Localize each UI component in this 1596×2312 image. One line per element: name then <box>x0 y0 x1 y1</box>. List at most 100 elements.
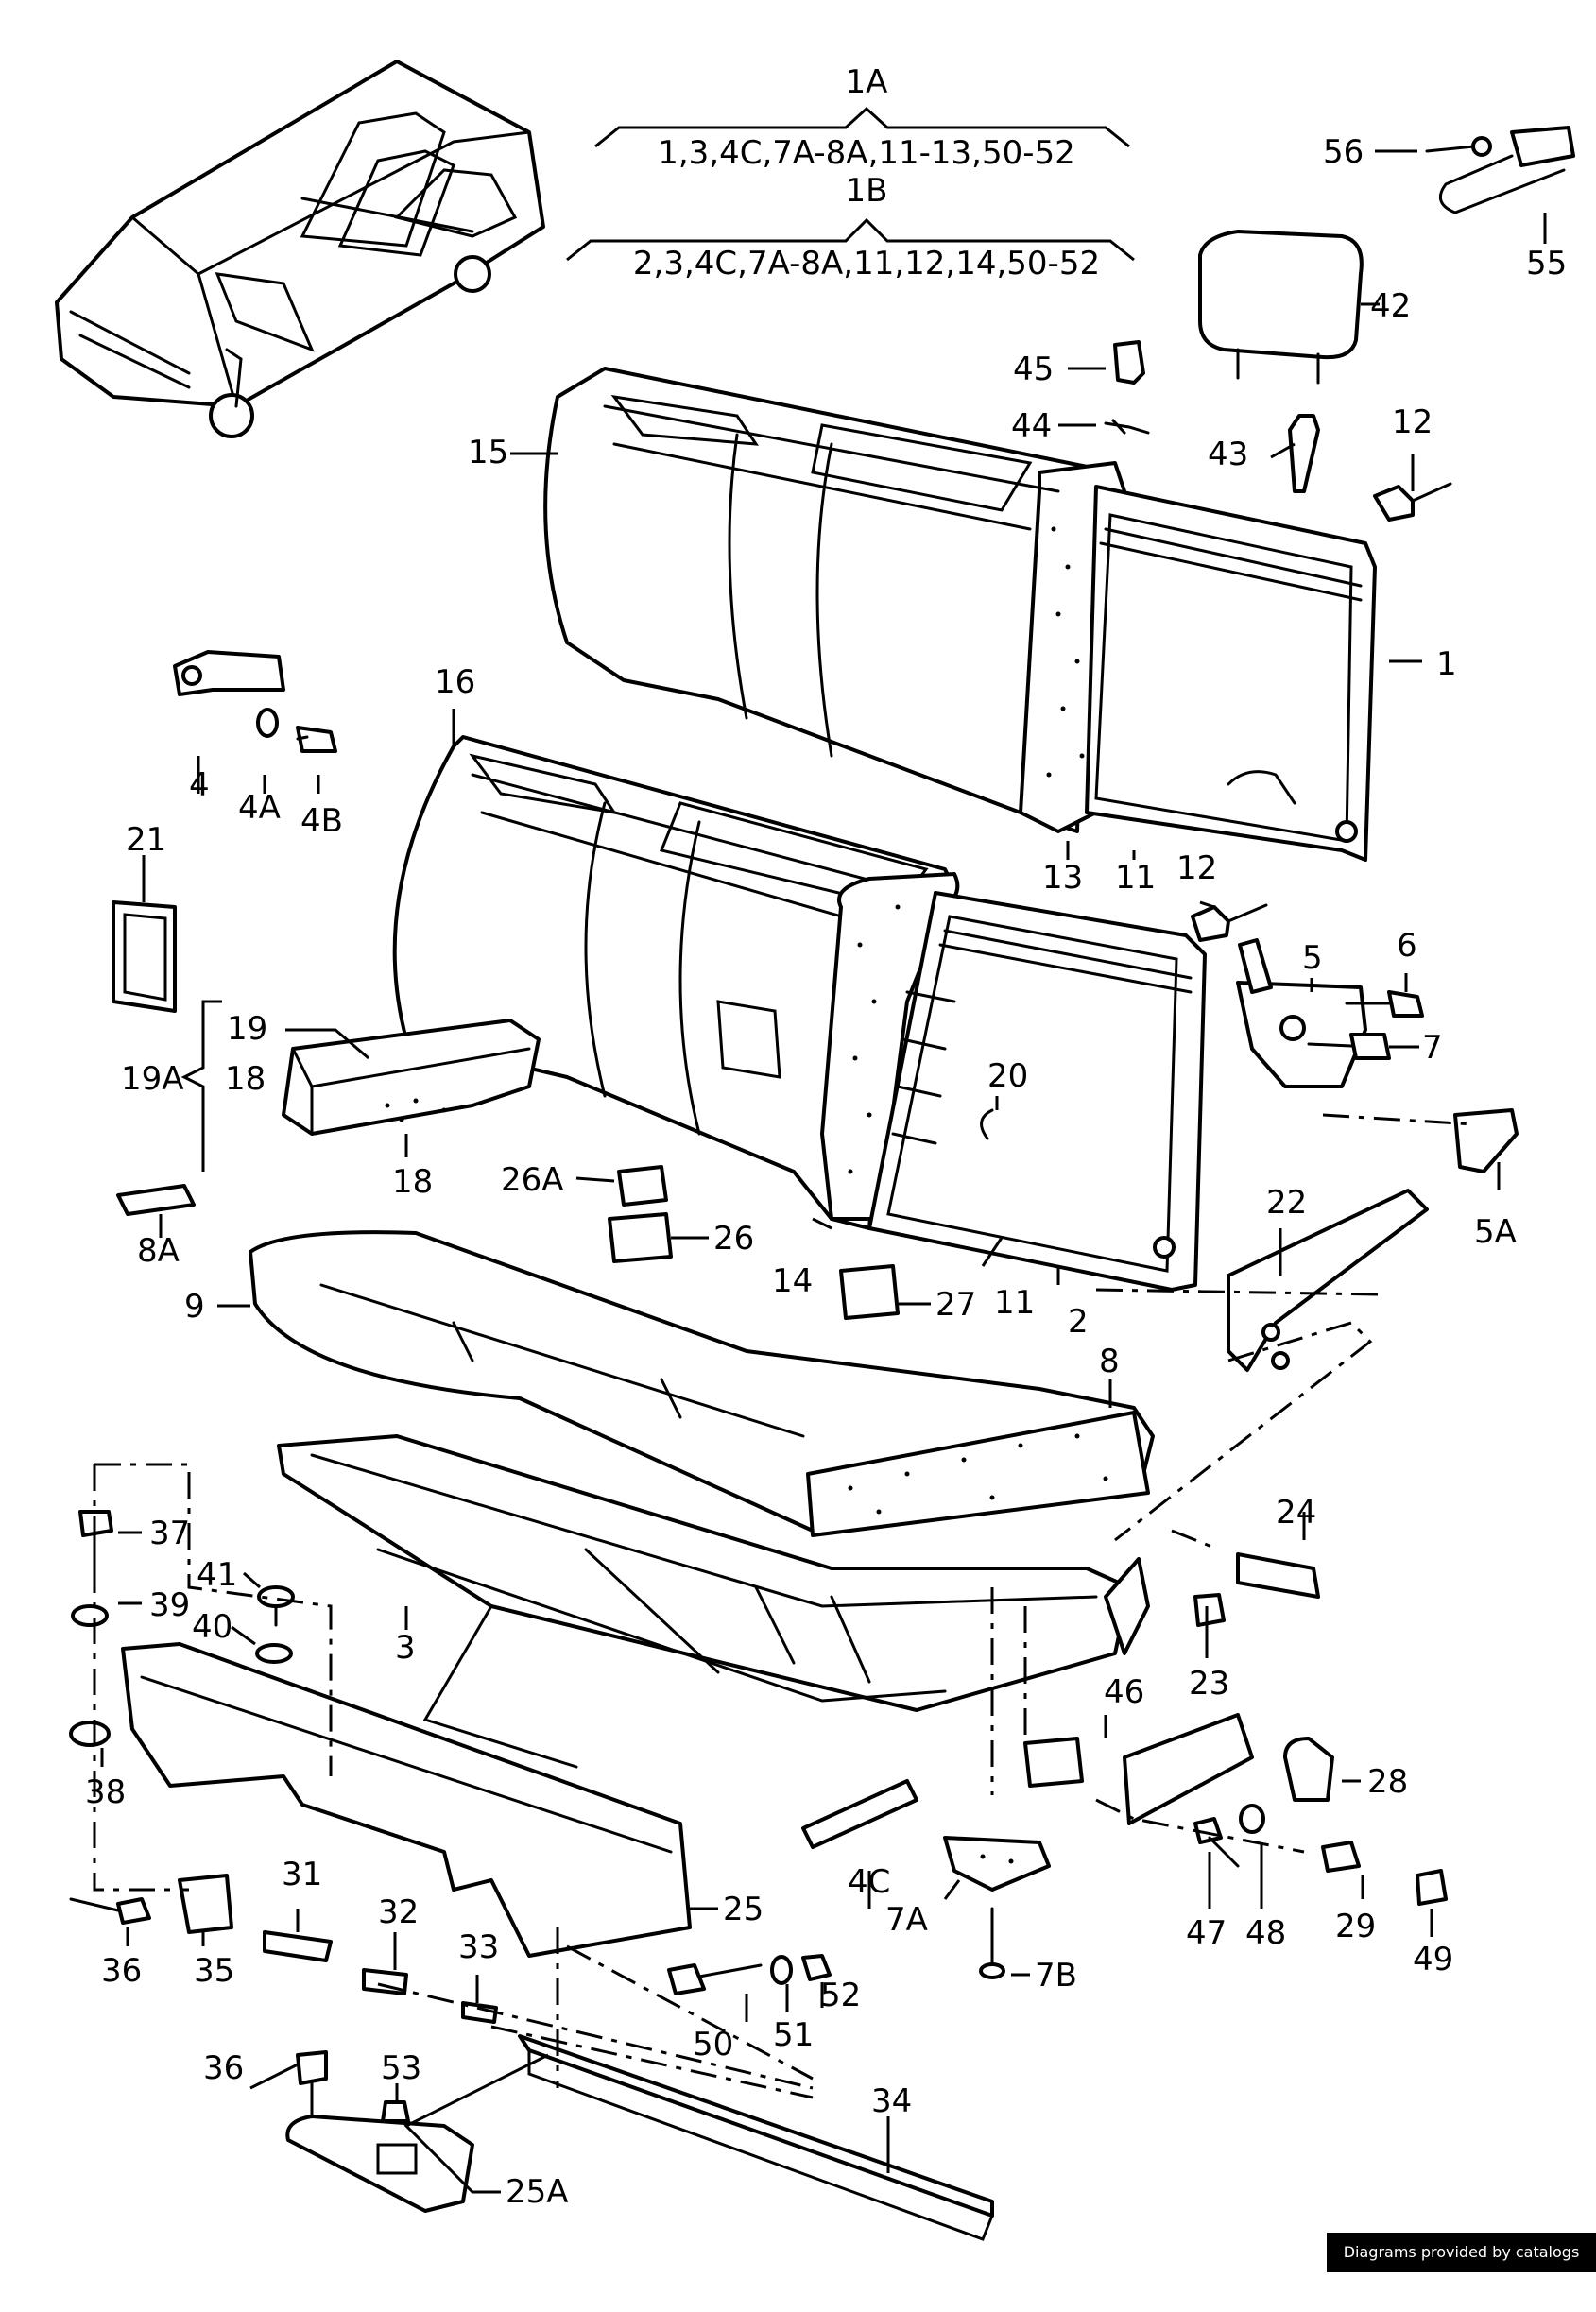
label-50: 50 <box>693 2026 733 2064</box>
hinge-bolt <box>1307 1033 1391 1060</box>
lower-backrest-frame <box>867 891 1207 1292</box>
trim-panel <box>112 900 177 1013</box>
label-33: 33 <box>458 1928 499 1966</box>
clip-28 <box>1283 1737 1334 1802</box>
label-40: 40 <box>192 1608 232 1646</box>
label-12-lower: 12 <box>1176 849 1217 887</box>
label-52: 52 <box>820 1977 861 2014</box>
label-56: 56 <box>1323 133 1364 171</box>
armrest-clip <box>116 1184 196 1216</box>
washer-40 <box>255 1643 293 1664</box>
plate-46 <box>1023 1737 1084 1788</box>
label-45: 45 <box>1013 351 1054 388</box>
label-24: 24 <box>1276 1494 1316 1532</box>
label-2: 2 <box>1068 1303 1089 1341</box>
label-55: 55 <box>1526 245 1567 283</box>
label-4a: 4A <box>238 789 281 827</box>
label-20: 20 <box>987 1057 1028 1095</box>
label-5: 5 <box>1302 939 1323 977</box>
leader-lines <box>100 149 1547 2194</box>
buffer-26a <box>617 1165 668 1207</box>
clip-35 <box>178 1874 233 1934</box>
label-6: 6 <box>1397 927 1417 965</box>
label-18-side: 18 <box>225 1060 266 1098</box>
label-21: 21 <box>126 821 166 859</box>
label-25: 25 <box>723 1891 764 1928</box>
label-44: 44 <box>1011 407 1052 445</box>
hinge-screw <box>1345 990 1424 1018</box>
nut-52 <box>801 1954 832 1981</box>
label-8a: 8A <box>137 1232 180 1270</box>
bracket-28-channel <box>1123 1713 1254 1825</box>
label-36-upper: 36 <box>101 1952 142 1990</box>
label-34: 34 <box>871 2082 912 2120</box>
label-7a: 7A <box>885 1901 928 1939</box>
label-7b: 7B <box>1035 1957 1077 1995</box>
label-26: 26 <box>713 1220 754 1258</box>
frame-bracket-22 <box>1227 1189 1429 1372</box>
hinge-cover <box>1453 1108 1519 1173</box>
label-5a: 5A <box>1474 1213 1517 1251</box>
frame-bracket-lower <box>1104 1557 1150 1655</box>
label-46: 46 <box>1104 1673 1144 1711</box>
label-38: 38 <box>85 1773 126 1811</box>
rivet-36-upper <box>69 1897 151 1925</box>
label-23: 23 <box>1189 1665 1229 1703</box>
headrest <box>1198 230 1364 385</box>
guide-cap <box>1113 340 1145 385</box>
group-1a-title: 1A <box>846 63 888 101</box>
group-header-1a: 1A 1,3,4C,7A-8A,11-13,50-52 <box>594 63 1130 172</box>
hinge-bracket <box>1236 938 1367 1088</box>
label-22: 22 <box>1266 1184 1307 1222</box>
nut-23 <box>1193 1593 1226 1627</box>
label-43: 43 <box>1208 436 1248 473</box>
bolt-49 <box>1416 1869 1448 1906</box>
label-9: 9 <box>184 1288 205 1326</box>
label-4b: 4B <box>300 802 343 840</box>
label-48: 48 <box>1245 1914 1286 1952</box>
label-39: 39 <box>149 1586 190 1624</box>
label-42: 42 <box>1370 287 1411 325</box>
latch-cable <box>1438 126 1575 214</box>
label-11-upper: 11 <box>1115 859 1156 897</box>
label-28: 28 <box>1367 1763 1408 1801</box>
bolt-24 <box>1236 1552 1320 1599</box>
label-11-lower: 11 <box>994 1284 1035 1322</box>
bracket-bolt <box>296 726 337 753</box>
label-4c: 4C <box>848 1863 890 1901</box>
label-8: 8 <box>1099 1343 1120 1380</box>
label-36-lower: 36 <box>203 2049 244 2087</box>
group-1b-items: 2,3,4C,7A-8A,11,12,14,50-52 <box>633 245 1100 283</box>
trim-cover <box>285 2115 474 2213</box>
washer-51 <box>770 1955 793 1985</box>
gas-strut-4c <box>801 1779 918 1849</box>
label-32: 32 <box>378 1893 419 1931</box>
bracket-washer <box>256 708 279 738</box>
clip-33 <box>461 2001 498 2024</box>
part-labels: 1 2 3 4 4A 4B 4C 5 5A 6 7 7A 7B 8 8A 9 1… <box>85 133 1567 2211</box>
label-41: 41 <box>197 1556 237 1594</box>
label-14: 14 <box>772 1262 813 1300</box>
label-35: 35 <box>194 1952 234 1990</box>
label-18-bottom: 18 <box>392 1163 433 1201</box>
alignment-lines <box>93 1113 1475 2099</box>
label-3: 3 <box>395 1629 416 1667</box>
label-16: 16 <box>435 663 475 701</box>
rivet-36-lower <box>296 2050 328 2118</box>
nut-38 <box>69 1721 111 1747</box>
side-panel <box>121 1642 692 1958</box>
bolt-50 <box>667 1963 763 1995</box>
vehicle-thumbnail <box>55 60 545 438</box>
group-header-1b: 1B 2,3,4C,7A-8A,11,12,14,50-52 <box>566 172 1135 283</box>
buffer-26 <box>608 1212 673 1263</box>
label-7: 7 <box>1422 1029 1443 1067</box>
buffer-27 <box>839 1264 900 1320</box>
screw-7b <box>979 1907 1005 1979</box>
label-25a: 25A <box>506 2173 569 2211</box>
sill-rail <box>518 2034 994 2241</box>
washer-39 <box>71 1604 109 1627</box>
rivet-47 <box>1193 1817 1240 1868</box>
label-53: 53 <box>381 2049 421 2087</box>
label-31: 31 <box>282 1856 322 1893</box>
clip-31 <box>263 1930 333 1962</box>
